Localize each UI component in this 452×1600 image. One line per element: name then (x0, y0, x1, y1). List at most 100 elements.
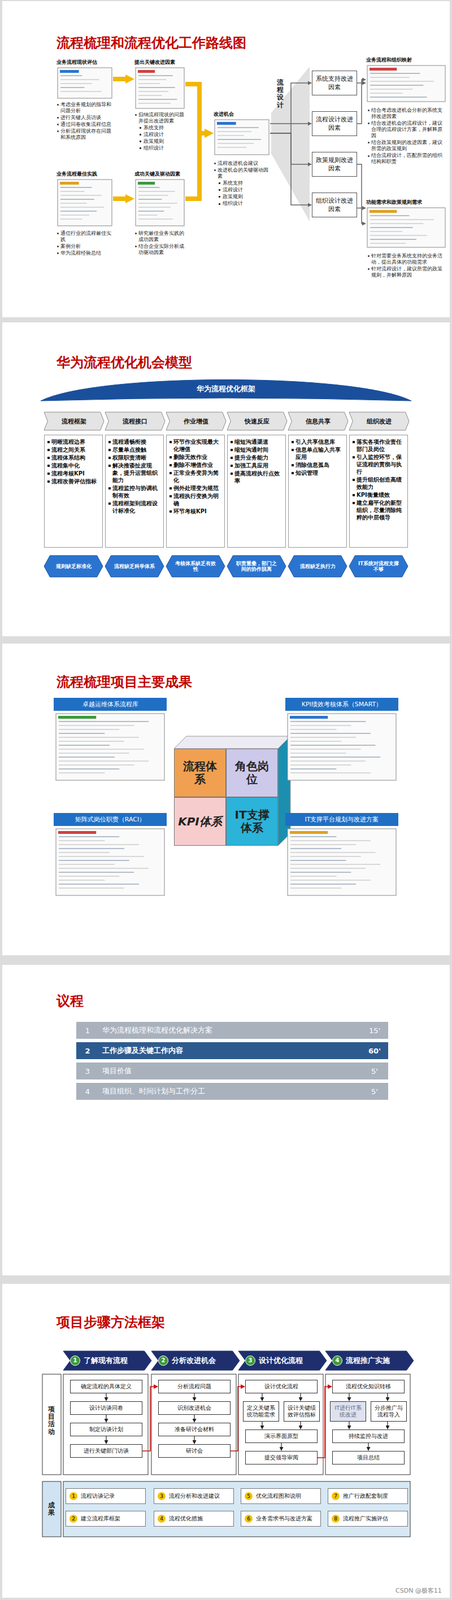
bullet-note: 结合企业实际分析成功驱动因素 (134, 243, 186, 256)
thumbnail-line (58, 876, 120, 878)
connector-arrow (270, 123, 308, 125)
document-block: 业务流程最佳实践 (56, 170, 113, 228)
node-text: 提高流程执行点效率 (229, 470, 284, 485)
thumbnail-line (290, 721, 366, 723)
node-text: 分析流程问题 (177, 1384, 212, 1392)
bullet-note: 进行关键人员访谈 (56, 114, 113, 121)
node-text: 项目总结 (357, 1455, 380, 1463)
thumbnail-line (58, 768, 120, 771)
thumbnail-line (60, 83, 92, 85)
connector-arrow (270, 133, 308, 206)
node-text: 15' (361, 1027, 389, 1036)
thumbnail-line (370, 80, 434, 82)
deliverable-box: 2建立流程库框架 (65, 1511, 146, 1528)
thumbnail-bar (289, 716, 328, 720)
node-text: 删除不增值作业 (168, 461, 223, 469)
node-text: 流程框架 (44, 417, 104, 427)
phase-chevron: 3设计优化流程 (238, 1352, 327, 1372)
thumbnail-bar (369, 67, 397, 71)
node-text: 环节作业实现最大化增值 (168, 438, 223, 454)
bullet-note: 组织设计 (213, 200, 271, 207)
thumbnail-line (217, 138, 262, 141)
cube-face: IT支撑体系 (226, 797, 278, 847)
node-text: 2 (69, 1515, 78, 1524)
connector-arrow (193, 1394, 195, 1399)
node-text: IT支撑体系 (229, 809, 275, 836)
activity-box: 定义关键系统功能需求 (242, 1402, 280, 1423)
shape-outline (40, 380, 412, 402)
slide-title: 流程梳理项目主要成果 (56, 673, 396, 692)
node-text: 流程执行变换为明确 (168, 492, 223, 508)
connector-arrow (193, 1437, 195, 1442)
thumbnail-line (58, 721, 149, 723)
thumbnail-line (60, 190, 85, 193)
node-text: 制定访谈计划 (89, 1427, 124, 1434)
thumbnail-line (290, 844, 356, 846)
vertical-label: 成果 (48, 1502, 55, 1518)
thumbnail-line (138, 214, 158, 216)
node-text: 提升组织创造高绩效能力 (351, 476, 406, 491)
bullet-note: 流程改进机会建议 (213, 160, 271, 167)
node-text: 流程访谈记录 (80, 1493, 115, 1502)
thumbnail (57, 67, 112, 99)
node-text: 缩短沟通渠道 (229, 438, 284, 446)
label-group: 通信行业的流程最佳实践案例分析华为流程经验总结 (56, 230, 113, 258)
activity-box: 确定流程的具体定义 (70, 1380, 143, 1395)
activity-box: 流程优化知识转移 (332, 1380, 405, 1395)
node-text: 系统支持改进因素 (315, 74, 354, 92)
thumbnail-line (290, 884, 356, 886)
connector-arrow (270, 133, 308, 165)
label-group: 华为流程优化机会模型 (56, 353, 396, 372)
connector-arrow (105, 1437, 107, 1442)
node-text: 规则缺乏标准化 (55, 563, 92, 570)
node-text: 识别改进机会 (177, 1405, 212, 1413)
problem-arrow: 流程缺乏执行力 (288, 555, 347, 578)
activity-box: 准备研讨会材料 (158, 1423, 231, 1438)
thumbnail-line (290, 768, 337, 771)
thumbnail-line (290, 860, 347, 862)
thumbnail (135, 179, 185, 226)
label-group: 议程 (56, 992, 396, 1011)
thumbnail-line (290, 864, 381, 866)
node-text: 流程分析和改进建议 (168, 1493, 220, 1502)
document-block: 功能需求和政策规则需求 (366, 198, 447, 249)
bullet-note: 华为流程经验总结 (56, 250, 113, 257)
shape-outline (166, 412, 226, 431)
activity-box: 分析流程问题 (158, 1380, 231, 1395)
thumbnail-line (370, 72, 420, 75)
connector-arrow (317, 1387, 328, 1459)
thumbnail-line (290, 856, 362, 858)
bullet-note: 通过问卷收集流程信息 (56, 121, 113, 128)
thumbnail-line (290, 852, 376, 854)
thumbnail-line (58, 888, 125, 890)
factor-box: 政策规则改进因素 (311, 151, 358, 177)
slide-panel (2, 1284, 450, 1599)
node-text: 业务流程现状评估 (56, 58, 113, 67)
phase-frame (63, 1375, 149, 1476)
activity-box: IT进行IT系统改进 (329, 1402, 367, 1423)
thumbnail-line (370, 76, 410, 78)
node-text: 功能需求和政策规则需求 (366, 198, 447, 207)
connector-arrow (348, 1394, 350, 1399)
node-text: 流程缺乏执行力 (300, 563, 336, 570)
thumbnail-line (60, 90, 102, 93)
vertical-label: 项目活动 (48, 1406, 55, 1437)
slide-panel (2, 965, 450, 1277)
node-text: 分析改进机会 (171, 1357, 216, 1367)
thumbnail-line (60, 206, 104, 208)
deliverable-box: 7推广行政配套制度 (327, 1489, 408, 1506)
node-text: 环节考核KPI (168, 507, 223, 516)
row-frame (42, 1375, 62, 1476)
thumbnail-line (60, 198, 95, 201)
slide-title: 华为流程优化机会模型 (56, 353, 396, 372)
activity-box: 研讨会 (158, 1445, 231, 1459)
node-text: 1 (76, 1027, 99, 1036)
thumbnail-line (58, 741, 125, 743)
connector-arrow (357, 164, 363, 224)
thumbnail-bar (289, 831, 328, 835)
shape-outline (166, 555, 225, 578)
shape-outline (63, 1352, 152, 1372)
connector-arrow (387, 1422, 388, 1427)
node-text: 3 (245, 1356, 256, 1367)
node-text: 4 (157, 1515, 166, 1524)
